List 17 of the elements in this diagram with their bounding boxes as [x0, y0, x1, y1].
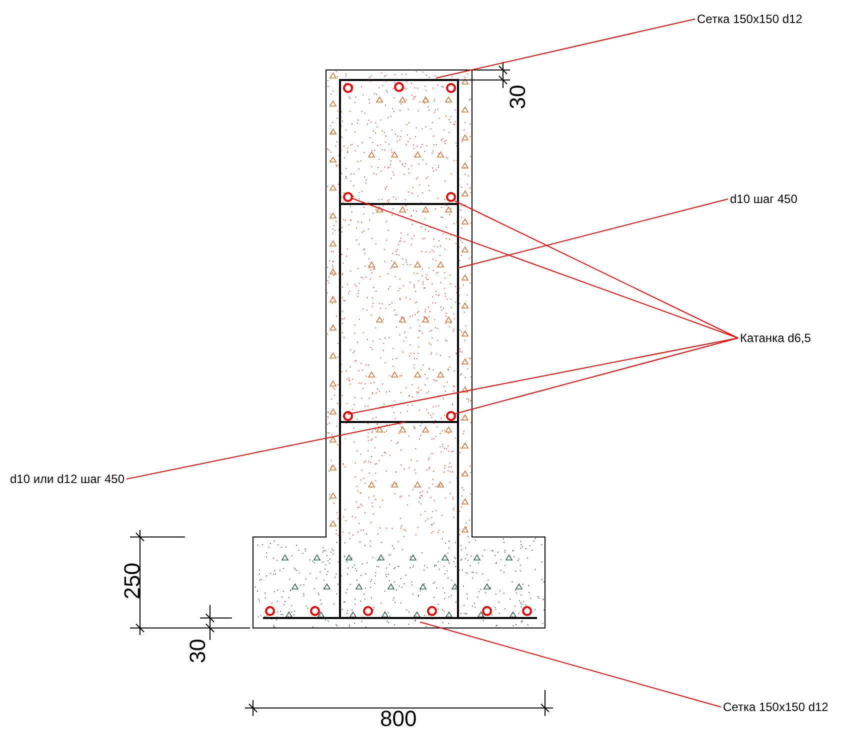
- callout-label: Катанка d6,5: [740, 331, 811, 345]
- dimension-label: 30: [507, 84, 530, 110]
- leader-line: [454, 338, 738, 414]
- leader-line: [436, 18, 696, 78]
- dimension-label: 800: [380, 708, 417, 730]
- dimension-label: 30: [187, 638, 210, 664]
- dimension-label: 250: [121, 562, 144, 600]
- callout-label: d10 или d12 шаг 450: [10, 472, 124, 486]
- leader-line: [126, 422, 406, 480]
- leader-line: [458, 198, 728, 268]
- leader-line: [454, 200, 738, 338]
- callout-label: Сетка 150x150 d12: [723, 700, 828, 714]
- leader-line: [420, 622, 722, 708]
- leader-line: [350, 198, 738, 338]
- callout-label: Сетка 150x150 d12: [697, 12, 802, 26]
- leader-line: [348, 338, 738, 414]
- callout-label: d10 шаг 450: [730, 192, 798, 206]
